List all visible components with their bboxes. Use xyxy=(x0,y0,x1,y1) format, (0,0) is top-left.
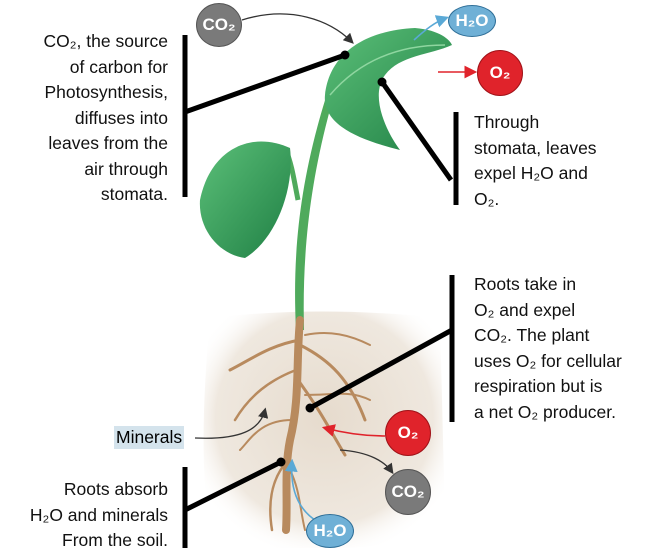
caption-line: From the soil. xyxy=(62,530,168,548)
caption-line: CO₂. The plant xyxy=(474,325,590,345)
h2o-top-bubble: H₂O xyxy=(448,5,496,37)
caption-line: stomata. xyxy=(100,184,168,204)
minerals-label: Minerals xyxy=(114,426,185,449)
caption-line: O₂ and expel xyxy=(474,299,576,320)
caption-line: CO₂, the source xyxy=(43,31,168,51)
caption-line: air through xyxy=(84,158,168,179)
caption-line: respiration but is xyxy=(474,376,603,396)
caption-line: a net O₂ producer. xyxy=(474,401,617,422)
o2-top-bubble: O₂ xyxy=(477,50,523,96)
caption-line: leaves from the xyxy=(48,133,168,153)
h2o-out-arrow xyxy=(413,15,450,41)
caption-line: uses O₂ for cellular xyxy=(474,350,622,371)
caption-line: Roots take in xyxy=(474,274,577,294)
caption-line: Through xyxy=(474,112,540,132)
caption-line: stomata, leaves xyxy=(474,137,597,158)
o2-root-bubble: O₂ xyxy=(385,410,431,456)
callout-lines xyxy=(182,35,459,548)
bottom-left-caption: Roots absorb H₂O and minerals From the s… xyxy=(0,477,168,548)
co2-root-arrow xyxy=(339,449,394,475)
roots-caption: Roots take in O₂ and expel CO₂. The plan… xyxy=(474,272,622,425)
minerals-arrow xyxy=(194,407,269,439)
caption-line: Photosynthesis, xyxy=(44,82,168,102)
right-top-caption: Through stomata, leaves expel H₂O and O₂… xyxy=(474,110,597,212)
o2-root-arrow xyxy=(321,424,386,437)
leaf-top xyxy=(324,28,452,150)
caption-line: diffuses into xyxy=(74,107,168,128)
co2-top-bubble: CO₂ xyxy=(196,3,242,47)
caption-line: H₂O and minerals xyxy=(29,504,168,525)
stem xyxy=(295,70,341,330)
caption-line: Roots absorb xyxy=(63,479,168,499)
caption-line: of carbon for xyxy=(69,56,168,77)
h2o-root-bubble: H₂O xyxy=(306,514,354,548)
caption-line: expel H₂O and xyxy=(474,163,588,183)
left-top-caption: CO₂, the source of carbon for Photosynth… xyxy=(8,29,168,208)
caption-line: O₂. xyxy=(474,188,500,209)
co2-in-arrow xyxy=(241,13,354,44)
leaf-left xyxy=(199,141,291,258)
co2-root-bubble: CO₂ xyxy=(385,469,431,515)
